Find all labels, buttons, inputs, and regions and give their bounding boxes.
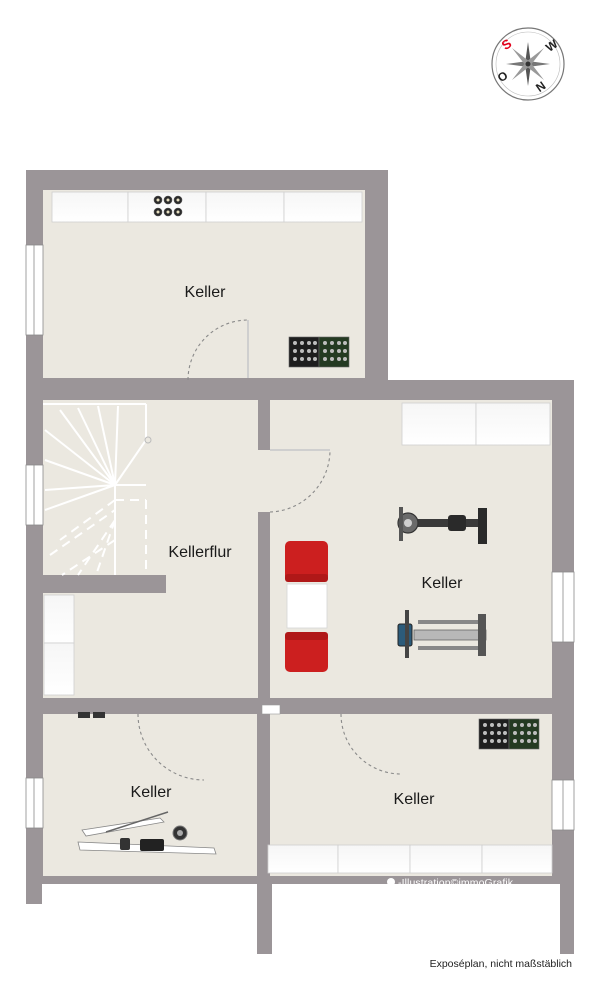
room-label-keller-right: Keller [422, 575, 464, 592]
door-swings [137, 319, 402, 781]
window-bottom-right [551, 779, 575, 831]
illustration-credit: -Illustration©immoGrafik [398, 877, 514, 889]
window-flur-left [25, 464, 44, 526]
cabinet-right [401, 402, 551, 446]
chair-bottom [285, 632, 328, 672]
sparkasse-logo-icon [386, 878, 396, 888]
staircase-dashed [49, 499, 147, 576]
window-bottom-left [25, 777, 44, 829]
exercise-bike-icon [397, 507, 487, 544]
crates-top-icon [288, 336, 350, 368]
shelf-bottom-right [267, 844, 553, 874]
window-right [551, 571, 575, 643]
windows [25, 244, 575, 831]
skis-icon [77, 811, 217, 855]
floors [43, 190, 552, 876]
side-table [286, 583, 328, 629]
wall-outlet [261, 704, 281, 715]
shelf-left-storage [43, 594, 75, 696]
compass: S W N O [491, 27, 565, 101]
room-label-keller-top: Keller [185, 284, 227, 301]
crates-bottom-right-icon [478, 718, 540, 750]
room-label-keller-bottom-left: Keller [131, 784, 173, 801]
plan-disclaimer: Exposéplan, nicht maßstäblich [429, 958, 572, 970]
chair-top [285, 541, 328, 582]
compass-star-icon [506, 42, 550, 86]
room-label-keller-bottom-right: Keller [394, 791, 436, 808]
elliptical-trainer-icon [397, 610, 487, 658]
window-top-left [25, 244, 44, 336]
boots-icon [78, 712, 105, 718]
bottles-top-icon [153, 195, 183, 217]
shelf-top [51, 191, 363, 223]
room-label-kellerflur: Kellerflur [168, 544, 232, 561]
staircase [43, 403, 152, 575]
